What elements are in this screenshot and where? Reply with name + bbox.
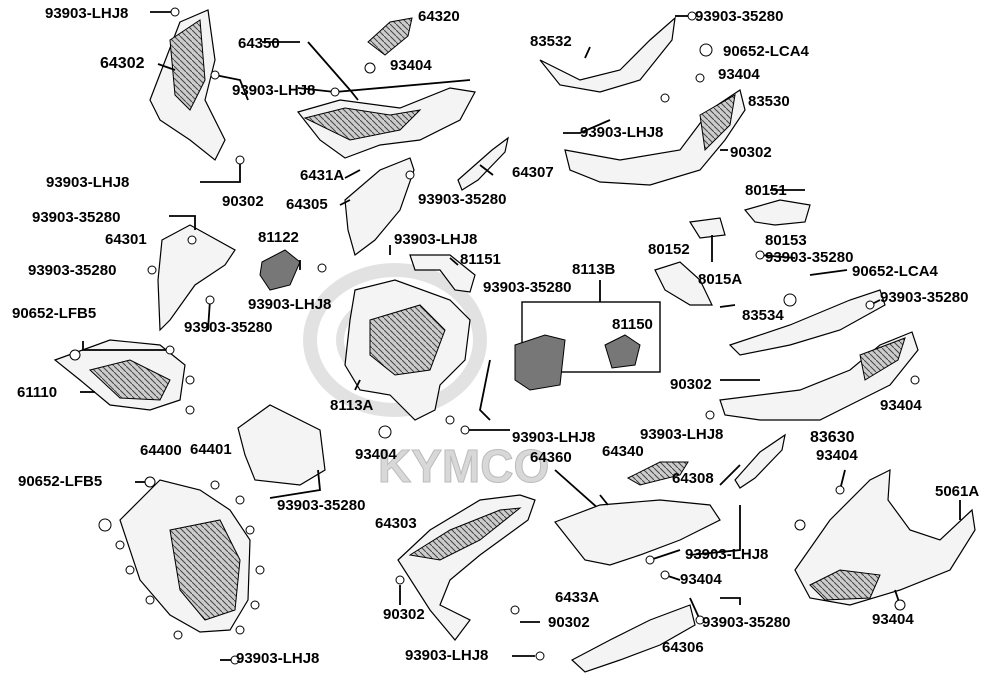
- label-64302: 64302: [100, 55, 145, 72]
- label-83534: 83534: [742, 307, 784, 324]
- part-6433A: [554, 499, 721, 566]
- label-8015A: 8015A: [698, 271, 743, 288]
- label-93404: 93404: [880, 397, 922, 414]
- label-81151: 81151: [460, 251, 501, 268]
- label-90652-LFB5: 90652-LFB5: [12, 305, 97, 322]
- label-93903-35280: 93903-35280: [418, 191, 507, 208]
- part-81122: [259, 249, 301, 291]
- label-93903-LHJ8: 93903-LHJ8: [248, 296, 332, 313]
- label-64320: 64320: [418, 8, 460, 25]
- label-90652-LCA4: 90652-LCA4: [723, 43, 809, 60]
- label-80151: 80151: [745, 182, 787, 199]
- label-81150: 81150: [612, 316, 653, 333]
- part-80152: [654, 261, 713, 306]
- label-90302: 90302: [222, 193, 264, 210]
- part-64305: [344, 157, 415, 257]
- part-80151: [743, 199, 811, 226]
- label-93404: 93404: [390, 57, 432, 74]
- label-64400: 64400: [140, 442, 182, 459]
- label-93903-LHJ8: 93903-LHJ8: [45, 5, 129, 22]
- label-64303: 64303: [375, 515, 417, 532]
- label-93404: 93404: [872, 611, 914, 628]
- label-93903-LHJ8: 93903-LHJ8: [46, 174, 130, 191]
- label-6433A: 6433A: [555, 589, 600, 606]
- fasteners: [69, 7, 920, 665]
- part-64340: [626, 461, 689, 486]
- label-93903-LHJ8: 93903-LHJ8: [685, 546, 769, 563]
- label-93903-LHJ8: 93903-LHJ8: [232, 82, 316, 99]
- label-83630: 83630: [810, 429, 855, 446]
- label-83532: 83532: [530, 33, 572, 50]
- label-64360: 64360: [530, 449, 572, 466]
- part-8015A: [688, 217, 726, 239]
- label-64305: 64305: [286, 196, 328, 213]
- label-93903-35280: 93903-35280: [765, 249, 854, 266]
- label-93903-LHJ8: 93903-LHJ8: [405, 647, 489, 664]
- label-93903-35280: 93903-35280: [277, 497, 366, 514]
- label-8113A: 8113A: [330, 397, 374, 414]
- part-64401: [237, 404, 326, 486]
- part-81151: [409, 254, 476, 293]
- label-93903-LHJ8: 93903-LHJ8: [394, 231, 478, 248]
- part-64320: [367, 17, 413, 56]
- part-81150: [604, 334, 641, 369]
- label-5061A: 5061A: [935, 483, 980, 500]
- part-64306: [570, 604, 696, 673]
- label-64306: 64306: [662, 639, 704, 656]
- label-64350: 64350: [238, 35, 280, 52]
- label-93903-35280: 93903-35280: [483, 279, 572, 296]
- label-90302: 90302: [548, 614, 590, 631]
- part-8113B-battery: [514, 334, 566, 391]
- label-93404: 93404: [355, 446, 397, 463]
- label-6431A: 6431A: [300, 167, 345, 184]
- box-8113B: [521, 301, 661, 373]
- part-83534: [728, 289, 886, 356]
- part-64307: [457, 136, 509, 191]
- label-93903-35280: 93903-35280: [28, 262, 117, 279]
- label-64401: 64401: [190, 441, 232, 458]
- label-90652-LFB5: 90652-LFB5: [18, 473, 103, 490]
- part-83530: [564, 89, 746, 186]
- label-93903-LHJ8: 93903-LHJ8: [640, 426, 724, 443]
- label-93404: 93404: [680, 571, 722, 588]
- label-93404: 93404: [816, 447, 858, 464]
- label-93903-35280: 93903-35280: [32, 209, 121, 226]
- label-64307: 64307: [512, 164, 554, 181]
- part-83630: [719, 331, 919, 421]
- label-80153: 80153: [765, 232, 807, 249]
- label-64308: 64308: [672, 470, 714, 487]
- label-61110: 61110: [17, 384, 58, 401]
- label-81122: 81122: [258, 229, 299, 246]
- label-93903-LHJ8: 93903-LHJ8: [580, 124, 664, 141]
- part-64360: [554, 469, 601, 511]
- part-64308: [734, 433, 786, 489]
- label-90302: 90302: [383, 606, 425, 623]
- label-80152: 80152: [648, 241, 690, 258]
- part-64301: [157, 224, 236, 332]
- label-90302: 90302: [730, 144, 772, 161]
- part-64303: [397, 494, 536, 641]
- label-64301: 64301: [105, 231, 147, 248]
- label-8113B: 8113B: [572, 261, 616, 278]
- label-90302: 90302: [670, 376, 712, 393]
- label-93903-35280: 93903-35280: [880, 289, 969, 306]
- label-93903-35280: 93903-35280: [184, 319, 273, 336]
- part-83532: [539, 16, 676, 93]
- label-93404: 93404: [718, 66, 760, 83]
- label-93903-35280: 93903-35280: [702, 614, 791, 631]
- label-64340: 64340: [602, 443, 644, 460]
- label-83530: 83530: [748, 93, 790, 110]
- label-93903-LHJ8: 93903-LHJ8: [512, 429, 596, 446]
- watermark-text: KYMCO: [378, 440, 549, 492]
- label-93903-LHJ8: 93903-LHJ8: [236, 650, 320, 667]
- label-93903-35280: 93903-35280: [695, 8, 784, 25]
- label-90652-LCA4: 90652-LCA4: [852, 263, 938, 280]
